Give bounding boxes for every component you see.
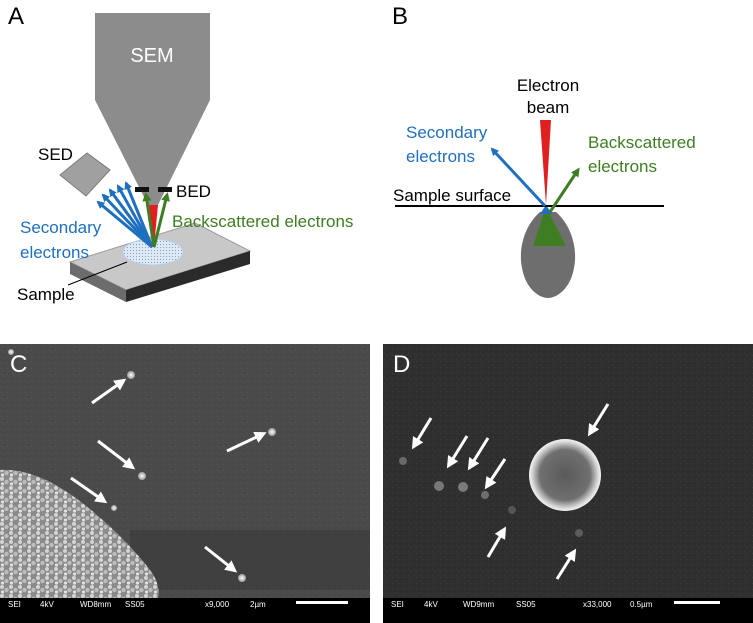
interaction-volume [520, 212, 576, 298]
backscattered-label-a: Backscattered electrons [172, 212, 353, 231]
arrow-icon [484, 458, 507, 490]
info-scale-c: 2µm [250, 600, 266, 609]
secondary-label-b-line2: electrons [406, 147, 475, 166]
panel-d: D SEI 4kV WD9mm SS05 x33,000 0.5µm [383, 344, 753, 623]
scale-bar-d [674, 601, 720, 604]
panel-letter-a: A [8, 3, 24, 30]
panel-letter-c: C [10, 351, 27, 378]
info-kv-c: 4kV [40, 600, 54, 609]
arrow-icon [97, 439, 136, 470]
sample-side-left [70, 262, 126, 302]
panel-letter-d: D [393, 351, 410, 378]
surface-label: Sample surface [393, 186, 511, 205]
info-scale-d: 0.5µm [630, 600, 653, 609]
info-ss-c: SS05 [125, 600, 145, 609]
backscattered-label-b-line2: electrons [588, 157, 657, 176]
secondary-label-b-line1: Secondary [406, 123, 488, 142]
sem-column [95, 13, 210, 205]
sample-label: Sample [17, 285, 75, 304]
arrow-icon [467, 437, 490, 471]
bed-detector-left [135, 187, 149, 192]
backscattered-arrow-b [548, 167, 580, 213]
backscatter-zone [533, 207, 566, 246]
panel-b: B Electron beam Sample surface Secondary… [392, 3, 696, 298]
sample-leader-line [67, 261, 128, 286]
electron-beam-a [149, 205, 158, 247]
nanoparticle [508, 506, 516, 514]
info-wd-d: WD9mm [463, 600, 494, 609]
arrow-icon [91, 378, 127, 405]
panel-letter-b: B [392, 3, 408, 30]
electron-beam-b [540, 120, 551, 205]
porous-particle [0, 469, 159, 598]
bed-detector-right [158, 187, 172, 192]
nanoparticle [481, 491, 489, 499]
backscattered-arrow-2 [152, 192, 170, 248]
backscattered-label-b-line1: Backscattered [588, 133, 696, 152]
nanoparticle [127, 371, 135, 379]
sed-detector [59, 152, 111, 197]
info-mode-d: SEI [391, 600, 404, 609]
panel-a: A SEM SED BED Secondary electrons Backsc… [8, 3, 353, 304]
beam-label-line1: Electron [517, 76, 579, 95]
nanoparticle [268, 428, 276, 436]
arrow-icon [204, 545, 238, 573]
bed-label: BED [176, 182, 211, 201]
arrow-icon [411, 417, 433, 450]
info-ss-d: SS05 [516, 600, 536, 609]
info-mag-d: x33,000 [583, 600, 612, 609]
large-sphere [529, 439, 601, 511]
arrow-icon [446, 435, 469, 469]
arrow-icon [70, 476, 108, 504]
secondary-zone [540, 205, 552, 214]
arrow-icon [226, 431, 267, 453]
nanoparticle [399, 457, 407, 465]
arrow-icon [587, 403, 610, 437]
sed-label: SED [38, 145, 73, 164]
arrow-icon [486, 526, 507, 558]
nanoparticle [138, 472, 146, 480]
scale-bar-c [296, 601, 348, 604]
info-kv-d: 4kV [424, 600, 438, 609]
backscattered-arrow-1 [142, 192, 156, 248]
sem-label: SEM [130, 45, 173, 67]
nanoparticle [434, 481, 444, 491]
info-mode-c: SEI [8, 600, 21, 609]
nanoparticle [575, 529, 583, 537]
beam-label-line2: beam [527, 98, 570, 117]
nanoparticle [238, 574, 246, 582]
info-mag-c: x9,000 [205, 600, 230, 609]
panel-c: C SEI 4kV WD8mm SS05 x9,000 2µm [0, 344, 370, 623]
nanoparticle [8, 349, 14, 355]
secondary-arrow-5 [96, 200, 153, 249]
secondary-arrow-b [490, 147, 547, 208]
sample-side-right [126, 251, 250, 302]
secondary-arrow-4 [124, 181, 154, 248]
secondary-label-a-line1: Secondary [20, 218, 102, 237]
nanoparticle [458, 482, 468, 492]
info-wd-c: WD8mm [80, 600, 111, 609]
arrow-icon [555, 548, 577, 580]
secondary-label-a-line2: electrons [20, 243, 89, 262]
nanoparticle [111, 505, 117, 511]
